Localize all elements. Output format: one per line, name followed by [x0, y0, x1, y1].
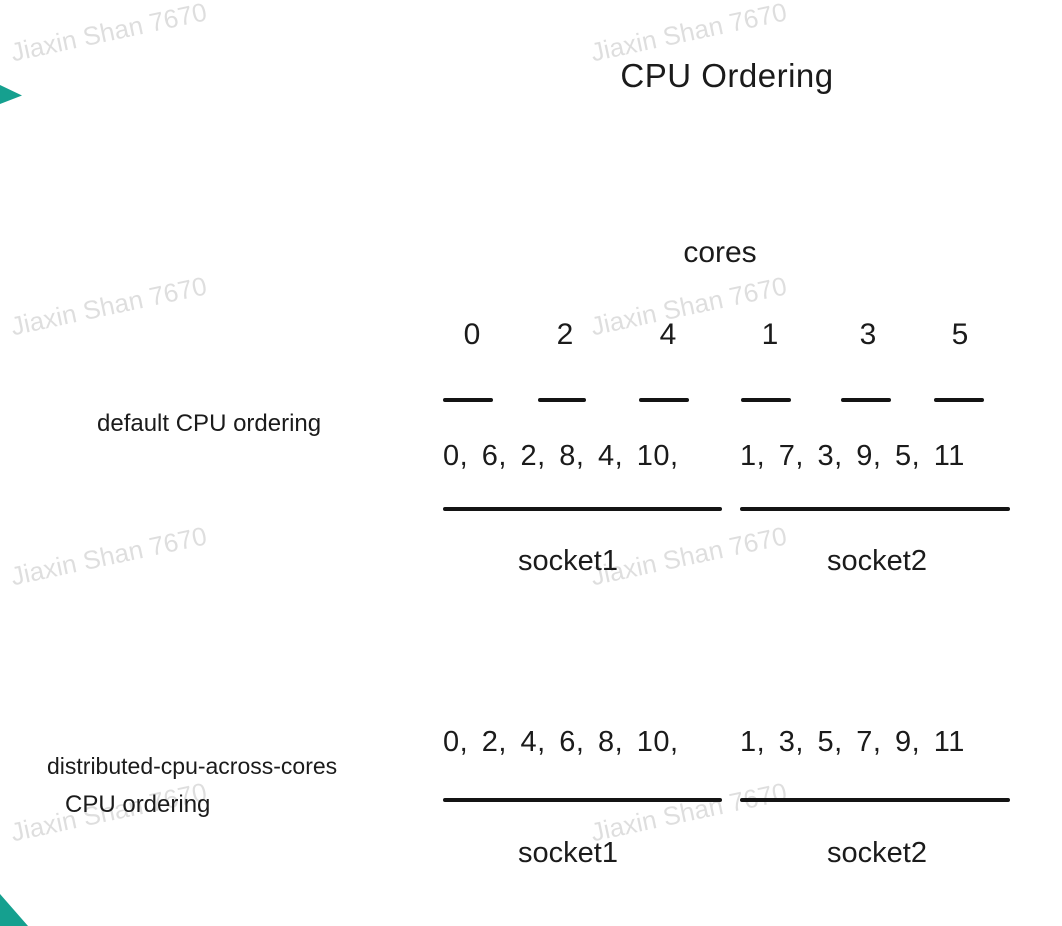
socket1-label: socket1: [518, 545, 618, 577]
core-number: 0: [463, 318, 481, 351]
socket1-label: socket1: [518, 837, 618, 869]
socket2-underline: [740, 798, 1010, 802]
socket1-underline: [443, 507, 722, 511]
core-number: 2: [556, 318, 574, 351]
watermark-text: Jiaxin Shan 7670: [588, 270, 790, 342]
core-tick: [741, 398, 791, 402]
core-tick: [639, 398, 689, 402]
core-number: 1: [761, 318, 779, 351]
watermark-text: Jiaxin Shan 7670: [8, 0, 210, 68]
socket2-label: socket2: [827, 545, 927, 577]
cpu-list-distributed-socket1: 0, 2, 4, 6, 8, 10,: [443, 726, 679, 758]
watermark-text: Jiaxin Shan 7670: [8, 520, 210, 592]
core-tick: [538, 398, 586, 402]
socket2-underline: [740, 507, 1010, 511]
section-label-distributed-line2: CPU ordering: [65, 791, 211, 818]
core-number: 5: [951, 318, 969, 351]
section-label-default: default CPU ordering: [97, 410, 322, 437]
diagram-title: CPU Ordering: [620, 57, 834, 94]
corner-accent-bottom-left: [0, 894, 28, 926]
core-number: 4: [659, 318, 677, 351]
core-tick: [841, 398, 891, 402]
cpu-list-default-socket2: 1, 7, 3, 9, 5, 11: [740, 440, 965, 472]
core-tick: [934, 398, 984, 402]
cpu-list-default-socket1: 0, 6, 2, 8, 4, 10,: [443, 440, 679, 472]
section-label-distributed-line1: distributed-cpu-across-cores: [47, 753, 338, 779]
watermark-text: Jiaxin Shan 7670: [588, 520, 790, 592]
cores-label: cores: [683, 236, 757, 269]
cpu-list-distributed-socket2: 1, 3, 5, 7, 9, 11: [740, 726, 965, 758]
corner-accent-top-left: [0, 85, 22, 104]
watermark-text: Jiaxin Shan 7670: [8, 270, 210, 342]
core-tick: [443, 398, 493, 402]
socket1-underline: [443, 798, 722, 802]
watermark-text: Jiaxin Shan 7670: [588, 776, 790, 848]
socket2-label: socket2: [827, 837, 927, 869]
core-number: 3: [859, 318, 877, 351]
